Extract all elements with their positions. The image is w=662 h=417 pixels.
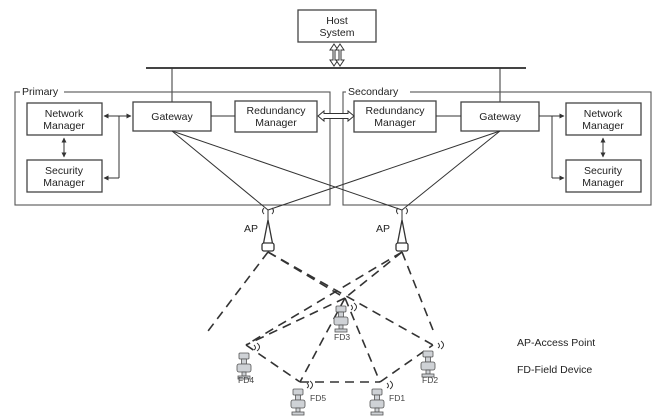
primary-redundancy-manager-label-line1: Redundancy [247,105,307,117]
secondary-frame: Secondary [342,86,652,206]
primary-frame: Primary [14,86,331,206]
secondary-redundancy-manager-box: Redundancy Manager [353,100,437,133]
primary-redundancy-manager-label-line2: Manager [255,117,297,129]
host-system-label-line2: System [319,27,354,39]
mesh-dashed-links [204,251,434,383]
primary-gateway-box: Gateway [132,101,212,132]
secondary-redundancy-manager-label-line1: Redundancy [366,105,426,117]
secondary-security-manager-box: Security Manager [565,159,642,193]
field-device-fd5: FD5 [290,380,326,416]
primary-security-manager-box: Security Manager [26,159,103,193]
fd2-label: FD2 [422,375,438,385]
field-device-fd4: FD4 [236,342,260,385]
secondary-gateway-box: Gateway [460,101,540,132]
field-device-fd1: FD1 [369,380,405,416]
secondary-network-manager-box: Network Manager [565,102,642,136]
primary-frame-label: Primary [22,86,59,98]
secondary-redundancy-manager-label-line2: Manager [374,117,416,129]
gateway-ap-links [171,130,501,211]
ap-left-label: AP [244,223,258,235]
primary-network-manager-box: Network Manager [26,102,103,136]
fd1-label: FD1 [389,393,405,403]
field-device-fd3: FD3 [333,302,357,342]
secondary-frame-label: Secondary [348,86,399,98]
host-system-label-line1: Host [326,15,348,27]
ap-right-label: AP [376,223,390,235]
primary-gateway-label: Gateway [151,111,193,123]
fd5-label: FD5 [310,393,326,403]
secondary-security-manager-label-line2: Manager [582,177,624,189]
secondary-connectors [436,113,606,181]
access-point-right: AP [376,207,409,252]
primary-redundancy-manager-box: Redundancy Manager [234,100,318,133]
primary-network-manager-label-line2: Manager [43,120,85,132]
host-bus-double-arrow [329,43,345,67]
legend-fd: FD-Field Device [517,364,592,376]
fd4-label: FD4 [238,375,254,385]
secondary-network-manager-label-line1: Network [584,108,623,120]
primary-connectors [61,113,235,181]
primary-network-manager-label-line1: Network [45,108,84,120]
primary-security-manager-label-line2: Manager [43,177,85,189]
fd3-label: FD3 [334,332,350,342]
secondary-network-manager-label-line2: Manager [582,120,624,132]
secondary-security-manager-label-line1: Security [584,165,623,177]
field-device-fd2: FD2 [420,340,444,385]
legend-ap: AP-Access Point [517,337,595,349]
access-point-left: AP [244,207,275,252]
redundancy-link-arrow [317,109,355,123]
secondary-gateway-label: Gateway [479,111,521,123]
host-system-box: Host System [297,9,377,43]
primary-security-manager-label-line1: Security [45,165,84,177]
legend: AP-Access Point FD-Field Device [517,337,595,376]
